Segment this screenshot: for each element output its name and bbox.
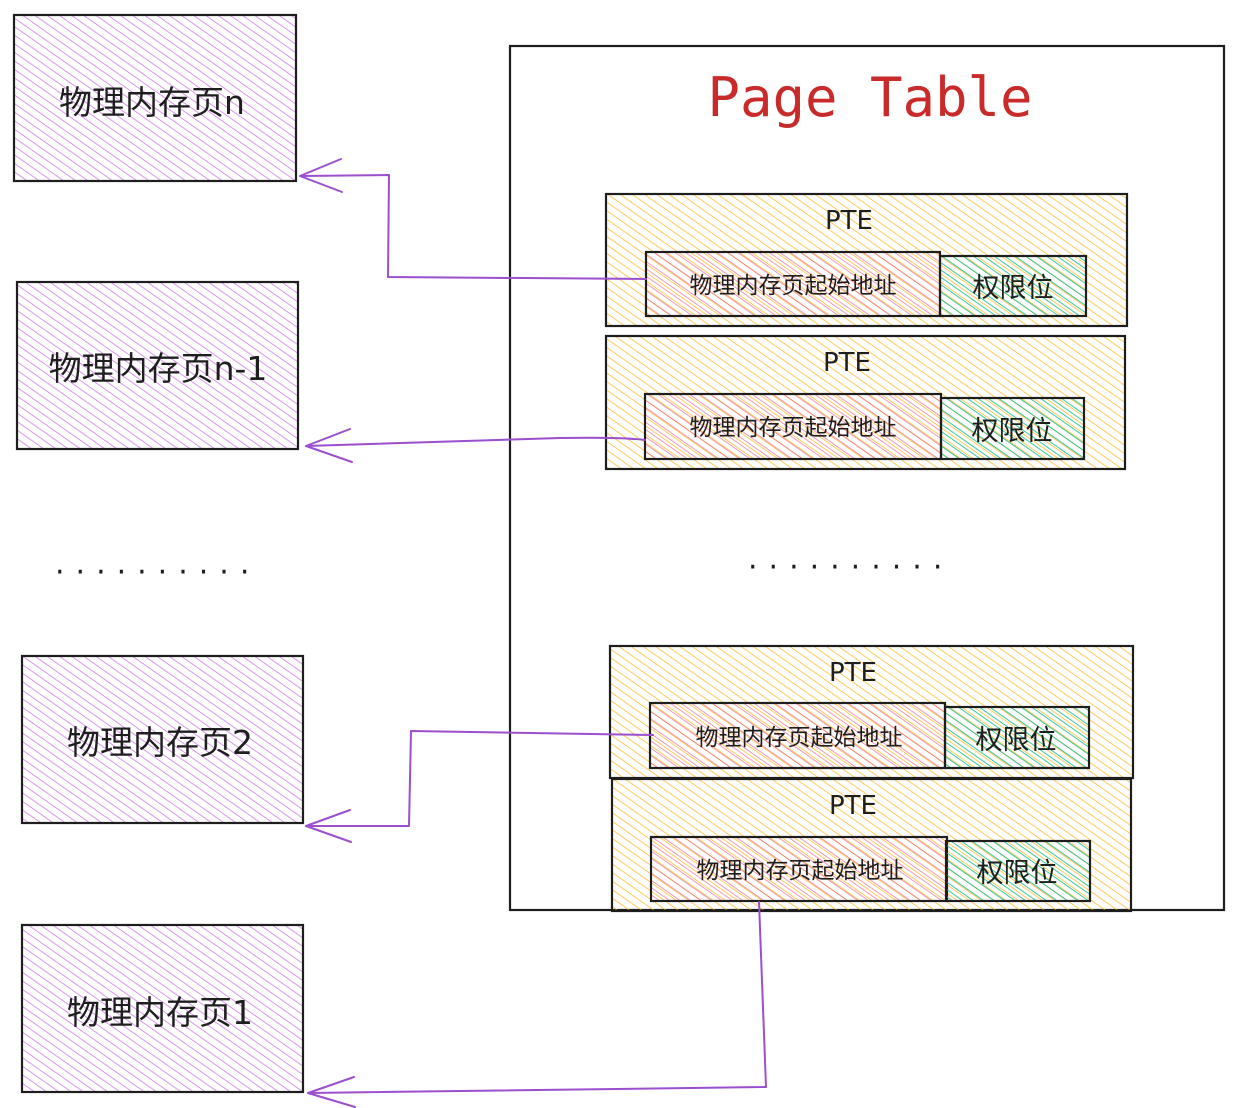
pte-entry-1-address: 物理内存页起始地址 [690,273,897,299]
memory-page-n: 物理内存页n [12,13,298,183]
pte-entry-1-permission: 权限位 [973,273,1054,304]
pte-entry-1-label: PTE [825,206,873,236]
pte-entry-2-label: PTE [823,348,871,378]
pte-entry-4-permission: 权限位 [977,858,1058,889]
pte-entry-2-address: 物理内存页起始地址 [690,415,897,441]
pte-entry-1: PTE 物理内存页起始地址 权限位 [604,192,1129,328]
pte-entry-3: PTE 物理内存页起始地址 权限位 [608,644,1135,780]
pte-entry-4: PTE 物理内存页起始地址 权限位 [610,777,1133,913]
memory-page-n-minus-1: 物理内存页n-1 [15,280,300,451]
arrow-pte3-to-page-2 [305,730,654,843]
memory-page-1-label: 物理内存页1 [67,993,253,1032]
memory-page-2: 物理内存页2 [20,654,305,825]
memory-page-n-minus-1-label: 物理内存页n-1 [49,349,268,388]
table-ellipsis: ·········· [748,550,953,585]
arrow-pte1-to-page-n [299,158,647,280]
pte-entry-2: PTE 物理内存页起始地址 权限位 [604,334,1127,471]
memory-page-2-label: 物理内存页2 [67,723,253,762]
pte-entry-4-address: 物理内存页起始地址 [697,858,904,884]
page-table-container: Page Table [508,44,1226,912]
arrow-pte2-to-page-n-minus-1 [305,428,646,463]
pte-entry-3-label: PTE [829,658,877,688]
page-table-title: Page Table [707,66,1032,129]
arrow-pte4-to-page-1 [307,901,767,1108]
memory-page-n-label: 物理内存页n [59,83,245,122]
pte-entry-2-permission: 权限位 [972,416,1053,447]
left-ellipsis: ·········· [55,555,260,590]
pte-entry-3-address: 物理内存页起始地址 [696,725,903,751]
pte-entry-3-permission: 权限位 [976,725,1057,756]
memory-page-1: 物理内存页1 [20,923,305,1094]
pte-entry-4-label: PTE [829,791,877,821]
